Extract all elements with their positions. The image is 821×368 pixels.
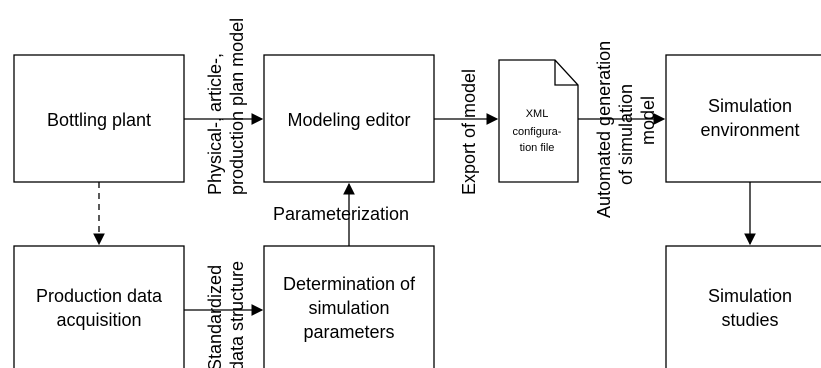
determination-box: Determination of simulation parameters (263, 245, 435, 368)
modeling-editor-box: Modeling editor (263, 54, 435, 183)
simulation-studies-label-2: studies (721, 310, 778, 330)
xml-doc-line-3: tion file (520, 142, 555, 154)
simulation-environment-label-2: environment (700, 120, 799, 140)
physical-model-label-1: Physical-, article-, (205, 53, 225, 195)
simulation-environment-label-1: Simulation (708, 96, 792, 116)
determination-label-3: parameters (303, 322, 394, 342)
simulation-environment-box: Simulation environment (665, 54, 821, 183)
production-data-acquisition-label-1: Production data (36, 286, 163, 306)
automated-generation-label-3: model (638, 96, 658, 145)
automated-generation-label-2: of simulation (616, 84, 636, 185)
parameterization-label: Parameterization (273, 204, 409, 224)
determination-label-2: simulation (308, 298, 389, 318)
determination-label-1: Determination of (283, 274, 416, 294)
export-label: Export of model (459, 69, 479, 195)
xml-doc-line-2: configura- (513, 126, 562, 138)
xml-document-icon: XML configura- tion file (498, 59, 579, 183)
production-data-acquisition-box: Production data acquisition (13, 245, 185, 368)
simulation-studies-box: Simulation studies (665, 245, 821, 368)
modeling-editor-label: Modeling editor (287, 110, 410, 130)
simulation-studies-label-1: Simulation (708, 286, 792, 306)
standardized-label-2: data structure (227, 261, 247, 368)
standardized-label-1: Standardized (205, 265, 225, 368)
automated-generation-label-1: Automated generation (594, 41, 614, 218)
bottling-plant-box: Bottling plant (13, 54, 185, 183)
xml-doc-line-1: XML (526, 108, 549, 120)
physical-model-label-2: production plan model (227, 18, 247, 195)
production-data-acquisition-label-2: acquisition (56, 310, 141, 330)
bottling-plant-label: Bottling plant (47, 110, 151, 130)
